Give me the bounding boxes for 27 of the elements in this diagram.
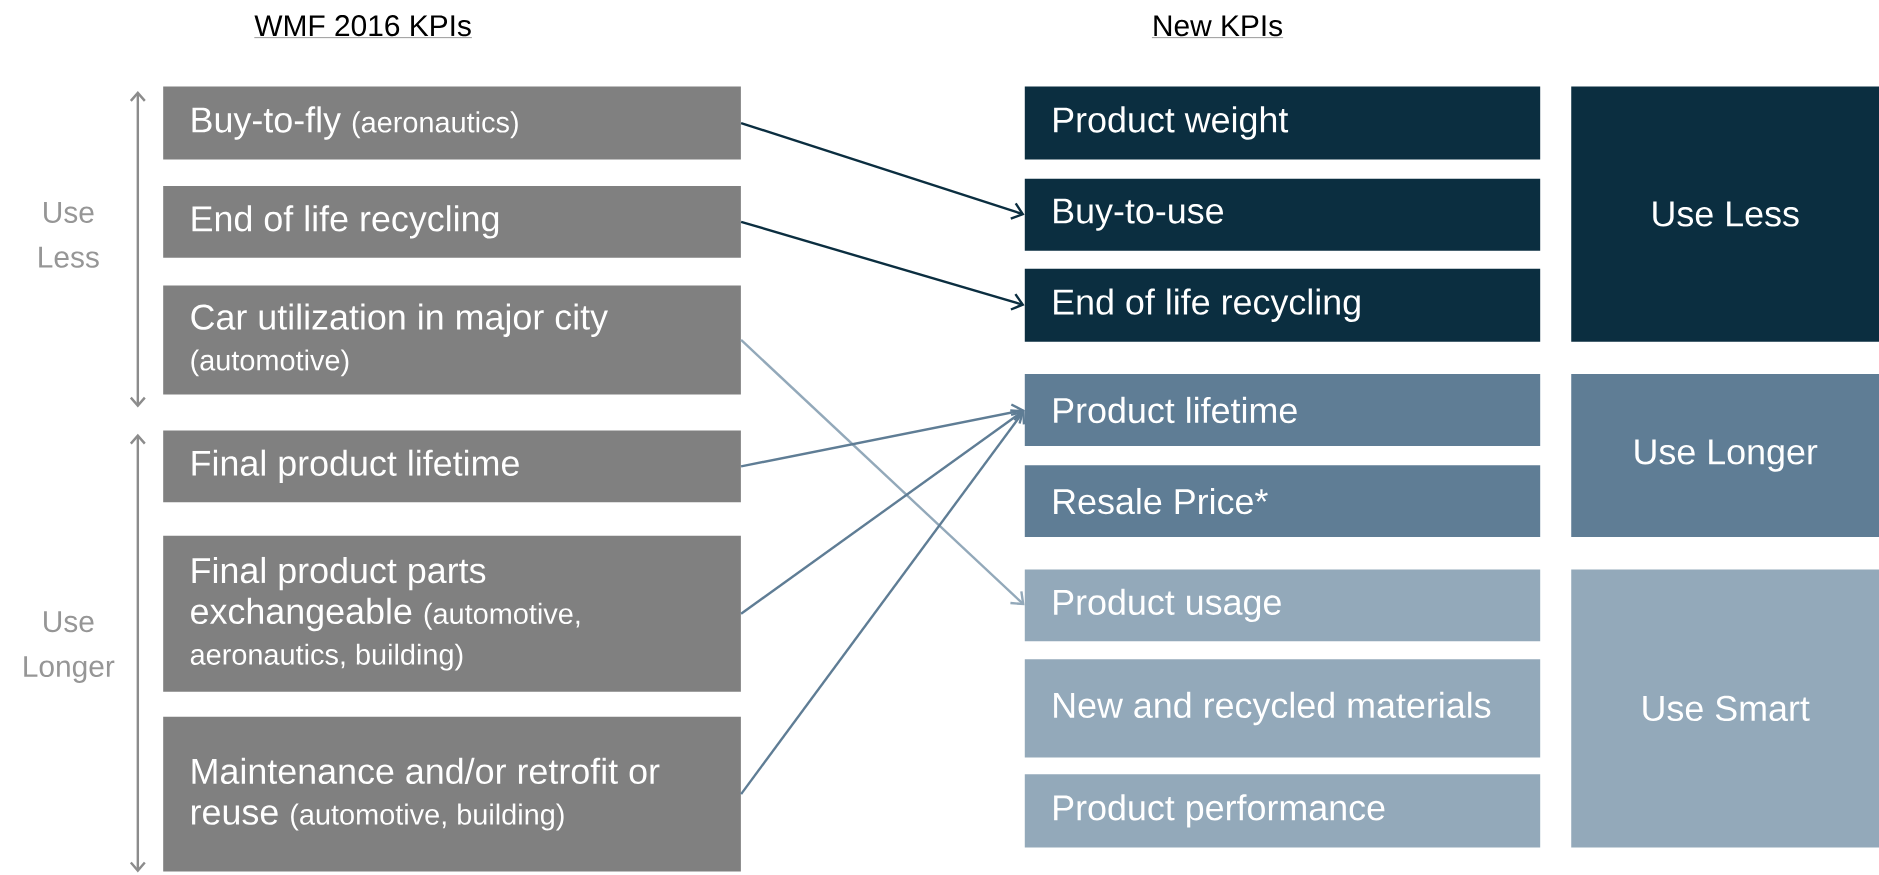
kpi-box: Car utilization in major city (automotive) bbox=[163, 285, 741, 395]
category-box: Use Less bbox=[1571, 86, 1879, 342]
column-heading: New KPIs bbox=[1151, 15, 1284, 38]
arrow bbox=[740, 220, 1025, 311]
kpi-box: End of life recycling bbox=[1024, 268, 1541, 342]
kpi-box: Resale Price* bbox=[1024, 465, 1541, 538]
column-heading: WMF 2016 KPIs bbox=[254, 15, 473, 38]
kpi-box: Product usage bbox=[1024, 569, 1541, 642]
kpi-box: Final product lifetime bbox=[163, 430, 741, 503]
kpi-box: Final product parts exchangeable (automotive, aeronautics, building) bbox=[163, 535, 741, 692]
group-label: Use Less bbox=[16, 200, 121, 270]
arrow bbox=[740, 121, 1025, 220]
arrow bbox=[740, 410, 1026, 795]
category-box: Use Smart bbox=[1571, 569, 1879, 848]
kpi-box: Maintenance and/or retrofit or reuse (automotive, building) bbox=[163, 716, 741, 872]
arrow bbox=[740, 409, 1025, 615]
category-box: Use Longer bbox=[1571, 374, 1879, 538]
arrow bbox=[740, 339, 1025, 606]
kpi-box: Product lifetime bbox=[1024, 374, 1541, 446]
kpi-box: End of life recycling bbox=[163, 185, 741, 258]
kpi-box: Buy-to-use bbox=[1024, 178, 1541, 251]
kpi-box: Product performance bbox=[1024, 774, 1541, 848]
kpi-box: Buy-to-fly (aeronautics) bbox=[163, 86, 741, 160]
kpi-box: Product weight bbox=[1024, 86, 1541, 160]
kpi-box: New and recycled materials bbox=[1024, 659, 1541, 758]
arrow bbox=[740, 403, 1025, 468]
group-label: Use Longer bbox=[16, 609, 121, 685]
